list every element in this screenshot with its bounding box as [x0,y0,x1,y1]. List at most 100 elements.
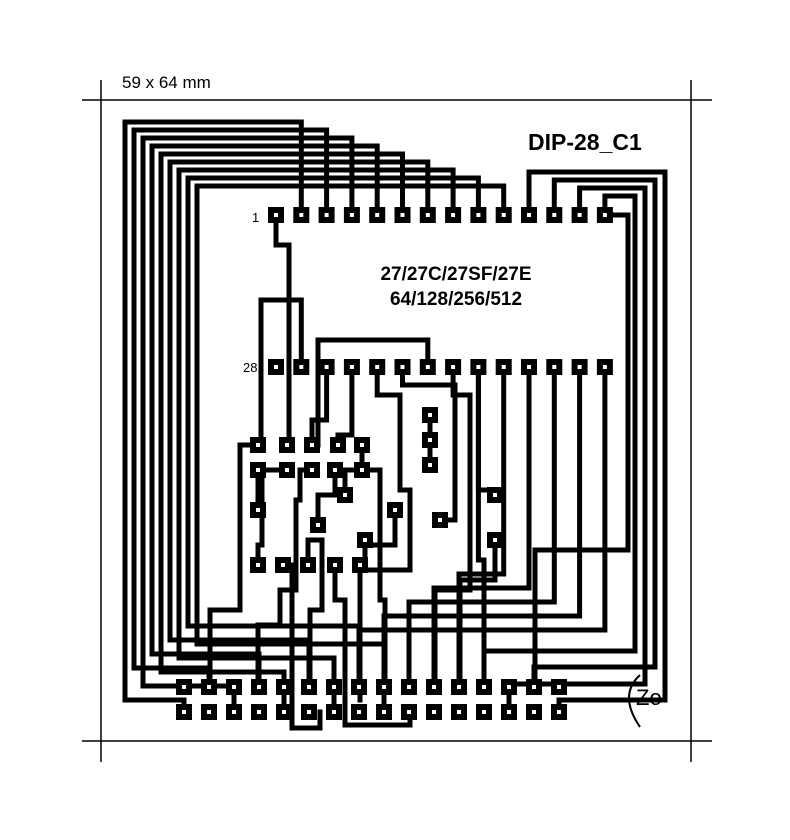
dip-pad-top [495,207,512,223]
jumper-pad [422,457,438,473]
chip-sizes-label: 64/128/256/512 [390,289,522,310]
dip-pad-bottom [546,359,563,375]
connector-pad-bottom [351,704,367,720]
connector-pad-bottom [476,704,492,720]
jumper-pad [354,462,370,478]
connector-pad-top [351,679,367,695]
trace-mid [258,297,304,448]
jumper-pad [330,437,346,453]
trace-bottom-right [406,364,557,690]
connector-pad-bottom [376,704,392,720]
jumper-pad [250,557,266,573]
jumper-pad [337,487,353,503]
dip-pad-top [268,207,284,223]
dip-pad-bottom [293,359,310,375]
connector-pad-bottom [301,704,317,720]
trace-mid [357,364,413,703]
dip-pad-top [445,207,462,223]
copper-traces [122,119,668,731]
dip-pad-bottom [419,359,436,375]
jumper-pad [279,437,295,453]
dip-pad-top [369,207,386,223]
connector-pad-top [326,679,342,695]
chip-types-label: 27/27C/27SF/27E [380,264,531,285]
connector-pad-bottom [226,704,242,720]
jumper-pad [250,437,266,453]
trace-jumper [305,537,325,690]
dip-pad-top [419,207,436,223]
trace-mid [475,364,498,493]
connector-pad-bottom [326,704,342,720]
connector-pad-top [276,679,292,695]
jumper-pad [250,502,266,518]
connector-pad-top [226,679,242,695]
jumper-pad [432,512,448,528]
connector-pad-top [401,679,417,695]
connector-pad-top [251,679,267,695]
dip-pad-top [546,207,563,223]
connector-pad-bottom [426,704,442,720]
trace-mid [335,364,355,448]
connector-pad-top [201,679,217,695]
connector-pad-top [376,679,392,695]
jumper-pad [422,432,438,448]
connector-pad-bottom [251,704,267,720]
connector-pad-top [551,679,567,695]
connector-pad-top [526,679,542,695]
dip-pad-bottom [521,359,537,375]
jumper-pad [279,462,295,478]
dip-pad-top [318,207,335,223]
dip-pad-top [394,207,411,223]
connector-pad-bottom [526,704,542,720]
connector-pad-top [301,679,317,695]
connector-pad-top [476,679,492,695]
connector-pad-top [451,679,467,695]
trace-jumper [207,442,261,690]
connector-pad-bottom [551,704,567,720]
jumper-pad [357,532,373,548]
trace-mid [315,337,431,448]
board-title: DIP-28_C1 [528,129,642,155]
jumper-pad [422,407,438,423]
trace-jumper [255,467,290,568]
trace-mid [432,364,473,690]
dip-pad-bottom [445,359,462,375]
jumper-pad [387,502,403,518]
jumper-pad [487,532,503,548]
jumper-pad [327,557,343,573]
trace-jumper [332,562,413,728]
trace-top-right [526,169,668,715]
trace-right-long [532,212,631,690]
connector-pad-bottom [401,704,417,720]
pin1-label: 1 [252,210,259,225]
dip-pad-bottom [596,359,613,375]
jumper-pad [304,437,320,453]
trace-jumper [457,537,498,690]
dip-pad-top [470,207,487,223]
trace-pin1 [273,212,292,448]
trace-bottom-right [456,364,507,690]
connector-pad-bottom [201,704,217,720]
jumper-pad [487,487,503,503]
jumper-pad [275,557,291,573]
jumper-pad [250,462,266,478]
dip-pad-top [343,207,360,223]
connector-pad-bottom [176,704,192,720]
dip-pad-bottom [495,359,512,375]
dip-pad-bottom [571,359,588,375]
dip-pad-bottom [470,359,487,375]
dip-pad-bottom [318,359,335,375]
jumper-pad [300,557,316,573]
dip-pad-bottom [394,359,411,375]
trace-jumper [362,507,398,563]
connector-pad-top [176,679,192,695]
dip-pad-top [293,207,310,223]
dip-pad-top [571,207,588,223]
jumper-pad [352,557,368,573]
connector-pad-bottom [451,704,467,720]
pin28-label: 28 [243,360,257,375]
jumper-pad [327,462,343,478]
dimension-label: 59 x 64 mm [122,73,211,92]
connector-pad-bottom [501,704,517,720]
connector-pad-top [426,679,442,695]
